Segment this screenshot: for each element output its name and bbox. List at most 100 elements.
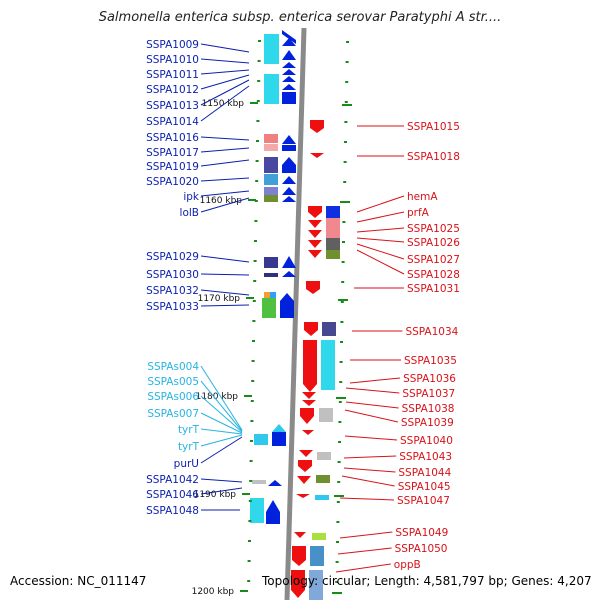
feature-block — [250, 498, 264, 523]
left-gene-label: tyrT — [178, 424, 200, 436]
left-label-leader — [200, 428, 243, 435]
left-label-leader — [200, 434, 243, 447]
right-gene-label: SSPA1036 — [403, 373, 456, 385]
right-gene-label: SSPA1034 — [405, 326, 458, 338]
feature-block — [252, 480, 266, 484]
scale-tick — [346, 41, 349, 43]
scale-tick — [337, 461, 341, 463]
scale-tick — [248, 540, 251, 542]
kbp-major-tick — [340, 201, 350, 203]
feature-block — [315, 495, 329, 500]
right-gene-label: SSPA1039 — [401, 417, 454, 429]
right-label-leader — [341, 475, 395, 487]
feature-arrow — [282, 157, 296, 165]
right-gene-label: prfA — [407, 207, 430, 219]
left-gene-label: SSPA1009 — [146, 39, 199, 51]
feature-arrow — [266, 512, 280, 524]
feature-arrow — [308, 230, 322, 238]
kbp-major-tick — [338, 299, 348, 301]
scale-ticks — [247, 40, 349, 583]
scale-tick — [343, 181, 347, 183]
feature-block — [254, 434, 268, 445]
kbp-major-tick — [250, 102, 258, 104]
feature-arrow — [282, 187, 296, 195]
scale-tick — [338, 441, 341, 443]
right-gene-label: SSPA1018 — [407, 151, 460, 163]
left-gene-label: SSPA1013 — [146, 100, 199, 112]
right-strand-features — [291, 120, 340, 600]
left-gene-label: SSPA1017 — [146, 147, 199, 159]
feature-block — [264, 157, 278, 173]
feature-block — [326, 206, 340, 218]
left-label-leader — [200, 85, 250, 122]
feature-arrow — [292, 546, 306, 566]
left-label-leader — [200, 69, 250, 75]
feature-arrow — [282, 76, 296, 82]
left-label-leader — [200, 197, 250, 213]
feature-arrow — [282, 69, 296, 75]
feature-arrow — [282, 196, 296, 202]
left-strand-features — [250, 30, 296, 524]
feature-block — [316, 475, 330, 483]
right-label-leader — [339, 531, 393, 539]
scale-tick — [345, 61, 349, 63]
feature-block — [326, 250, 340, 259]
kbp-label: 1160 kbp — [200, 196, 243, 206]
feature-arrow — [308, 240, 322, 248]
kbp-label: 1200 kbp — [192, 587, 235, 597]
right-label-leader — [344, 409, 399, 423]
scale-tick — [249, 460, 253, 462]
left-label-leader — [200, 255, 250, 263]
right-gene-label: SSPA1031 — [407, 283, 460, 295]
left-label-leader — [200, 365, 243, 431]
right-gene-label: SSPA1037 — [402, 388, 455, 400]
scale-tick — [247, 580, 251, 582]
left-gene-label: SSPA1011 — [146, 69, 199, 81]
kbp-label: 1180 kbp — [196, 392, 239, 402]
right-label-leader — [344, 435, 398, 441]
feature-block — [262, 298, 276, 318]
kbp-major-tick — [248, 199, 256, 201]
kbp-major-tick — [240, 590, 248, 592]
feature-arrow — [298, 460, 312, 472]
feature-arrow — [310, 120, 324, 133]
scale-tick — [340, 321, 344, 323]
kbp-major-tick — [244, 395, 252, 397]
kbp-label: 1190 kbp — [194, 490, 237, 500]
left-label-leaders — [200, 43, 250, 511]
feature-block — [264, 174, 278, 185]
left-gene-label: purU — [174, 458, 199, 470]
scale-tick — [344, 101, 348, 103]
scale-tick — [255, 180, 259, 182]
feature-block — [264, 292, 270, 298]
left-label-leader — [200, 289, 250, 296]
feature-block — [326, 238, 340, 250]
feature-arrow — [310, 153, 324, 158]
scale-tick — [335, 581, 339, 583]
right-label-leaders — [335, 125, 405, 573]
right-label-leader — [339, 497, 395, 501]
right-label-leader — [356, 249, 405, 275]
feature-block — [309, 570, 323, 600]
topology-label: Topology: circular; Length: 4,581,797 bp… — [262, 574, 592, 588]
scale-tick — [336, 541, 339, 543]
scale-tick — [250, 400, 254, 402]
left-gene-label: ipk — [183, 191, 200, 203]
scale-tick — [336, 521, 340, 523]
left-label-leader — [200, 177, 250, 182]
right-label-leader — [345, 387, 400, 394]
scale-tick — [344, 141, 347, 143]
right-gene-label: oppB — [394, 559, 421, 571]
left-label-leader — [200, 58, 250, 64]
feature-arrow — [294, 532, 306, 538]
feature-block — [310, 546, 324, 566]
left-label-leader — [200, 304, 250, 307]
left-gene-label: SSPAs004 — [147, 361, 199, 373]
scale-tick — [251, 380, 255, 382]
right-label-leader — [356, 243, 405, 260]
feature-block — [326, 218, 340, 238]
scale-tick — [338, 421, 342, 423]
scale-tick — [339, 361, 343, 363]
left-gene-label: SSPAs005 — [147, 376, 199, 388]
